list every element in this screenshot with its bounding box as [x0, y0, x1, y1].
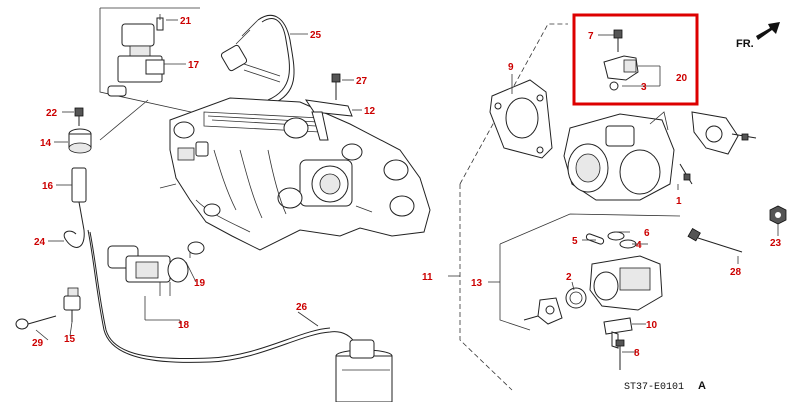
- sensor-harness: [63, 107, 357, 363]
- highlight-group: [572, 13, 699, 106]
- part-label-22: 22: [46, 108, 58, 119]
- bolt-28: [687, 227, 743, 253]
- part-label-20: 20: [676, 73, 688, 84]
- part-label-4: 4: [636, 240, 642, 251]
- diagram-code-suffix: A: [698, 380, 706, 392]
- leader-lines: [35, 19, 779, 353]
- part-labels: 21 17 25 27 12 22 14 16 24 19 18 26 29 1…: [32, 16, 782, 359]
- pressure-regulator-assembly: [220, 15, 295, 105]
- part-label-6: 6: [644, 228, 650, 239]
- connector-15: [63, 287, 81, 322]
- part-label-21: 21: [180, 16, 192, 27]
- highlight-box: [572, 13, 699, 106]
- part-label-13: 13: [471, 278, 483, 289]
- part-label-24: 24: [34, 237, 46, 248]
- part-label-23: 23: [770, 238, 782, 249]
- part-label-16: 16: [42, 181, 54, 192]
- part-label-2: 2: [566, 272, 572, 283]
- part-label-18: 18: [178, 320, 190, 331]
- part-label-9: 9: [508, 62, 514, 73]
- direction-label: FR.: [736, 38, 754, 50]
- part-label-8: 8: [634, 348, 640, 359]
- part-label-26: 26: [296, 302, 308, 313]
- part-label-28: 28: [730, 267, 742, 278]
- part-label-15: 15: [64, 334, 76, 345]
- arrow-icon: [756, 22, 780, 40]
- part-label-27: 27: [356, 76, 368, 87]
- sub-assembly-box: [488, 213, 681, 370]
- part-label-14: 14: [40, 138, 52, 149]
- part-label-17: 17: [188, 60, 200, 71]
- throttle-body-outline: [448, 23, 568, 391]
- direction-indicator: FR.: [736, 22, 780, 50]
- diagram-code: ST37-E0101 A: [624, 380, 706, 393]
- part-label-25: 25: [310, 30, 322, 41]
- part-label-5: 5: [572, 236, 578, 247]
- part-label-11: 11: [422, 272, 433, 283]
- part-label-3: 3: [641, 82, 647, 93]
- bracket-12: [304, 99, 353, 141]
- diagram-code-text: ST37-E0101: [624, 382, 684, 393]
- part-label-10: 10: [646, 320, 658, 331]
- part-label-1: 1: [676, 196, 682, 207]
- part-label-12: 12: [364, 106, 376, 117]
- part-label-19: 19: [194, 278, 206, 289]
- solenoid-valve-box: [99, 7, 201, 115]
- part-label-29: 29: [32, 338, 44, 349]
- bolt-27: [331, 73, 341, 100]
- bolt-29: [15, 315, 57, 330]
- intake-manifold: [159, 97, 431, 251]
- nut-23: [769, 205, 787, 225]
- part-label-7: 7: [588, 31, 594, 42]
- canister-26: [335, 339, 393, 402]
- gasket-9: [489, 79, 553, 159]
- throttle-body: [563, 111, 757, 201]
- idle-air-valve: [107, 241, 205, 321]
